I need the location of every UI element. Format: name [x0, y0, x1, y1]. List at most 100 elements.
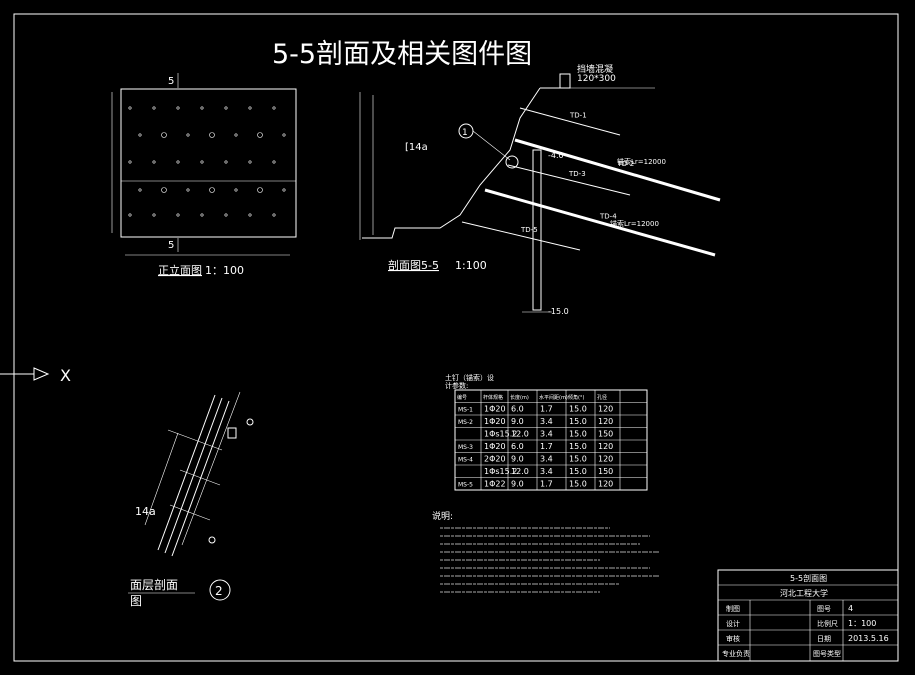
- face-label-line2: 图: [130, 594, 142, 608]
- table-cell: 1Φ22: [484, 480, 506, 489]
- table-cell: MS-2: [458, 419, 473, 426]
- table-cell: 12.0: [511, 430, 529, 439]
- notes-title: 说明:: [432, 510, 453, 522]
- anchor-line: [484, 188, 716, 257]
- anchor-head-dot: [282, 133, 286, 137]
- steel-label: [14a: [405, 142, 428, 153]
- section-view: 挡墙混凝 120*300 -4.0 -15.0 TD-1TD-2TD-3TD-4…: [359, 63, 721, 316]
- table-cell: MS-1: [458, 407, 473, 414]
- table-subcaption: 计参数:: [445, 381, 468, 390]
- anchor-head-dot: [128, 106, 132, 110]
- anchor-head-dot: [176, 106, 180, 110]
- drawing-frame: [13, 13, 899, 662]
- table-cell: 6.0: [511, 405, 524, 414]
- table-cell: 9.0: [511, 455, 524, 464]
- anchor-head-dot: [200, 213, 204, 217]
- field-value-1: 1：100: [848, 619, 876, 628]
- anchor-head-dot: [128, 160, 132, 164]
- elevation-label: 正立面图: [158, 263, 202, 277]
- elevation-minus-15: -15.0: [548, 307, 569, 316]
- elevation-panel: [120, 88, 297, 238]
- anchor-head-dot: [282, 188, 286, 192]
- elevation-view: 5 5 正立面图 1：100: [111, 73, 297, 277]
- anchor-head-dot: [186, 133, 190, 137]
- anchor-head-dot: [161, 187, 167, 193]
- anchor-head-dot: [248, 213, 252, 217]
- anchor-head-dot: [152, 160, 156, 164]
- table-cell: 120: [598, 417, 613, 426]
- table-cell: MS-4: [458, 457, 473, 464]
- table-cell: 120: [598, 442, 613, 451]
- anchor-head-dot: [224, 213, 228, 217]
- anchor-head-dot: [152, 106, 156, 110]
- row-label-3: 专业负责: [722, 649, 750, 658]
- table-cell: 1Φ20: [484, 405, 506, 414]
- detail-callout-circle: [505, 155, 519, 169]
- table-cell: 15.0: [569, 455, 587, 464]
- axis-marker: X: [0, 366, 71, 385]
- section-scale: 1:100: [455, 259, 487, 272]
- table-cell: 120: [598, 480, 613, 489]
- section-mark-bottom: 5: [168, 240, 174, 251]
- title-block: 5-5剖面图 河北工程大学 制图 设计 审核 专业负责 图号 比例尺 日期 图号…: [717, 569, 899, 662]
- table-cell: 1Φs15.2: [484, 430, 517, 439]
- table-cell: 1.7: [540, 442, 553, 451]
- anchor-head-dot: [200, 106, 204, 110]
- anchor-head-dot: [161, 132, 167, 138]
- face-label-line1: 面层剖面: [130, 578, 178, 592]
- table-cell: 15.0: [569, 442, 587, 451]
- anchor-head-dot: [224, 160, 228, 164]
- table-cell: 9.0: [511, 480, 524, 489]
- face-steel-label: 14a: [135, 505, 156, 518]
- table-cell: 15.0: [569, 467, 587, 476]
- table-cell: 2Φ20: [484, 455, 506, 464]
- drawing-title: 5-5剖面及相关图件图: [272, 39, 532, 70]
- anchor-head-dot: [152, 213, 156, 217]
- face-detail: 14a 面层剖面 图 2: [128, 391, 254, 608]
- anchor-head-dot: [257, 187, 263, 193]
- table-caption: 土钉（锚索）设: [445, 373, 494, 382]
- table-header: 孔径: [597, 394, 607, 401]
- table-cell: 3.4: [540, 430, 553, 439]
- anchor-head-dot: [272, 106, 276, 110]
- table-cell: MS-5: [458, 482, 473, 489]
- anchor-table: 土钉（锚索）设 计参数: 编号杆体规格长度(m)水平间距(m)倾角(°)孔径MS…: [445, 373, 648, 491]
- field-label-0: 图号: [817, 605, 831, 613]
- anchor-line: [507, 164, 631, 196]
- anchor-head-dot: [176, 213, 180, 217]
- anchor-head-dot: [209, 132, 215, 138]
- table-cell: 15.0: [569, 430, 587, 439]
- anchor-head-dot: [138, 188, 142, 192]
- anchor-label: TD-3: [568, 170, 586, 178]
- row-label-2: 审核: [726, 634, 740, 643]
- table-header: 编号: [457, 394, 467, 401]
- anchor-group: TD-1TD-2TD-3TD-4TD-5: [461, 107, 721, 257]
- anchor-head-dot: [176, 160, 180, 164]
- arrow-icon: [33, 367, 50, 381]
- table-cell: 1.7: [540, 480, 553, 489]
- table-cell: 12.0: [511, 467, 529, 476]
- field-label-1: 比例尺: [817, 619, 838, 628]
- face-ref-number: 2: [215, 584, 223, 598]
- table-cell: 3.4: [540, 455, 553, 464]
- table-cell: 1Φ20: [484, 442, 506, 451]
- anchor-head-dot: [138, 133, 142, 137]
- field-value-0: 4: [848, 604, 853, 613]
- anchor-head-dot: [200, 160, 204, 164]
- table-header: 杆体规格: [483, 394, 503, 401]
- row-label-1: 设计: [726, 619, 740, 628]
- anchor-label: TD-2: [617, 160, 635, 168]
- table-cell: 1Φ20: [484, 417, 506, 426]
- excavation-profile: [362, 87, 541, 239]
- table-cell: 1Φs15.2: [484, 467, 517, 476]
- anchor-head-dot: [234, 133, 238, 137]
- table-cell: 6.0: [511, 442, 524, 451]
- anchor-head-dot: [248, 160, 252, 164]
- anchor-label: TD-5: [520, 226, 538, 234]
- anchor-head-dot: [224, 106, 228, 110]
- face-ref-circle: [209, 579, 231, 601]
- table-cell: MS-3: [458, 444, 473, 451]
- pile-wall: [532, 149, 542, 311]
- table-cell: 150: [598, 467, 613, 476]
